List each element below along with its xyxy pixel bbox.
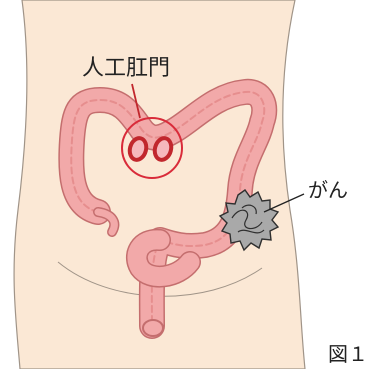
- stoma-label: 人工肛門: [82, 58, 170, 80]
- cancer-label: がん: [308, 180, 348, 200]
- figure-caption: 図１: [328, 344, 368, 364]
